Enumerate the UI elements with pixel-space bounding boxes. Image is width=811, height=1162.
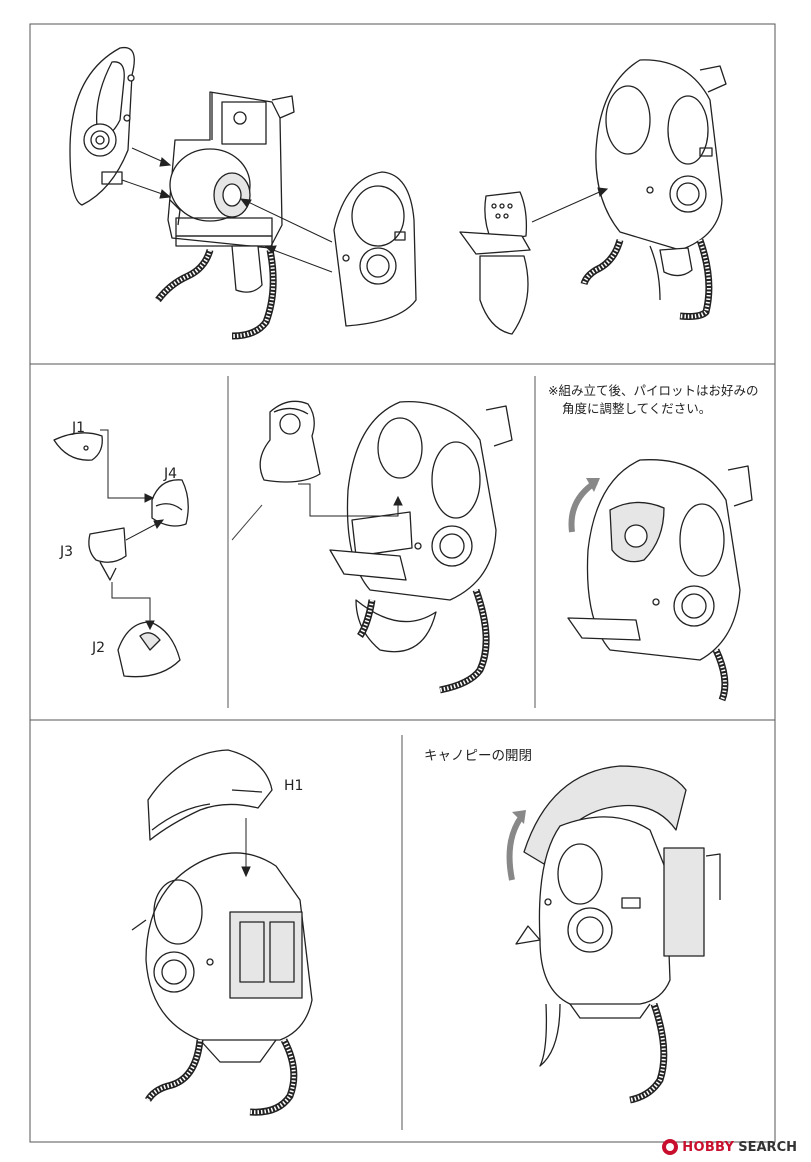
step2-pilot-seated <box>567 459 753 702</box>
pilot-angle-note-line2: 角度に調整してください。 <box>562 401 712 416</box>
watermark-suffix: SEARCH <box>738 1139 797 1155</box>
step2-install-pilot <box>259 400 513 694</box>
cockpit-body <box>595 59 723 251</box>
part-j4 <box>151 479 189 527</box>
step3-arrow <box>241 818 251 878</box>
label-j1: J1 <box>72 420 86 436</box>
step3-canopy-install <box>131 749 313 1116</box>
label-j4: J4 <box>164 466 178 482</box>
rotate-arrow-pilot <box>568 478 600 533</box>
part-h1-canopy <box>147 749 273 841</box>
canopy-open-close-heading: キャノピーの開閉 <box>424 748 532 764</box>
pilot-bust <box>259 400 321 483</box>
step1b-arrow <box>531 187 609 223</box>
hobby-search-logo-icon <box>662 1139 679 1155</box>
label-j2: J2 <box>92 640 106 656</box>
label-j3: J3 <box>60 544 74 560</box>
canopy-opened <box>523 765 687 865</box>
step2-pilot-parts <box>53 432 189 678</box>
label-h1: H1 <box>284 778 304 794</box>
part-j3 <box>88 527 127 563</box>
step1-arrows <box>121 147 333 273</box>
step2-arrows <box>100 429 165 631</box>
part-j1 <box>53 432 103 461</box>
step1-exploded-assembly <box>69 46 417 340</box>
page-frame <box>29 23 776 1143</box>
step3-canopy-open-close <box>515 765 721 1104</box>
hobby-search-watermark: HOBBY SEARCH <box>662 1138 797 1156</box>
watermark-brand: HOBBY <box>682 1139 735 1155</box>
step2b-arrow <box>231 483 403 541</box>
cockpit-body-side <box>538 816 671 1005</box>
step1-assembled-cockpit <box>459 59 727 335</box>
pilot-angle-note-line1: ※組み立て後、パイロットはお好みの <box>548 383 759 398</box>
rotate-arrow-canopy <box>506 810 526 881</box>
